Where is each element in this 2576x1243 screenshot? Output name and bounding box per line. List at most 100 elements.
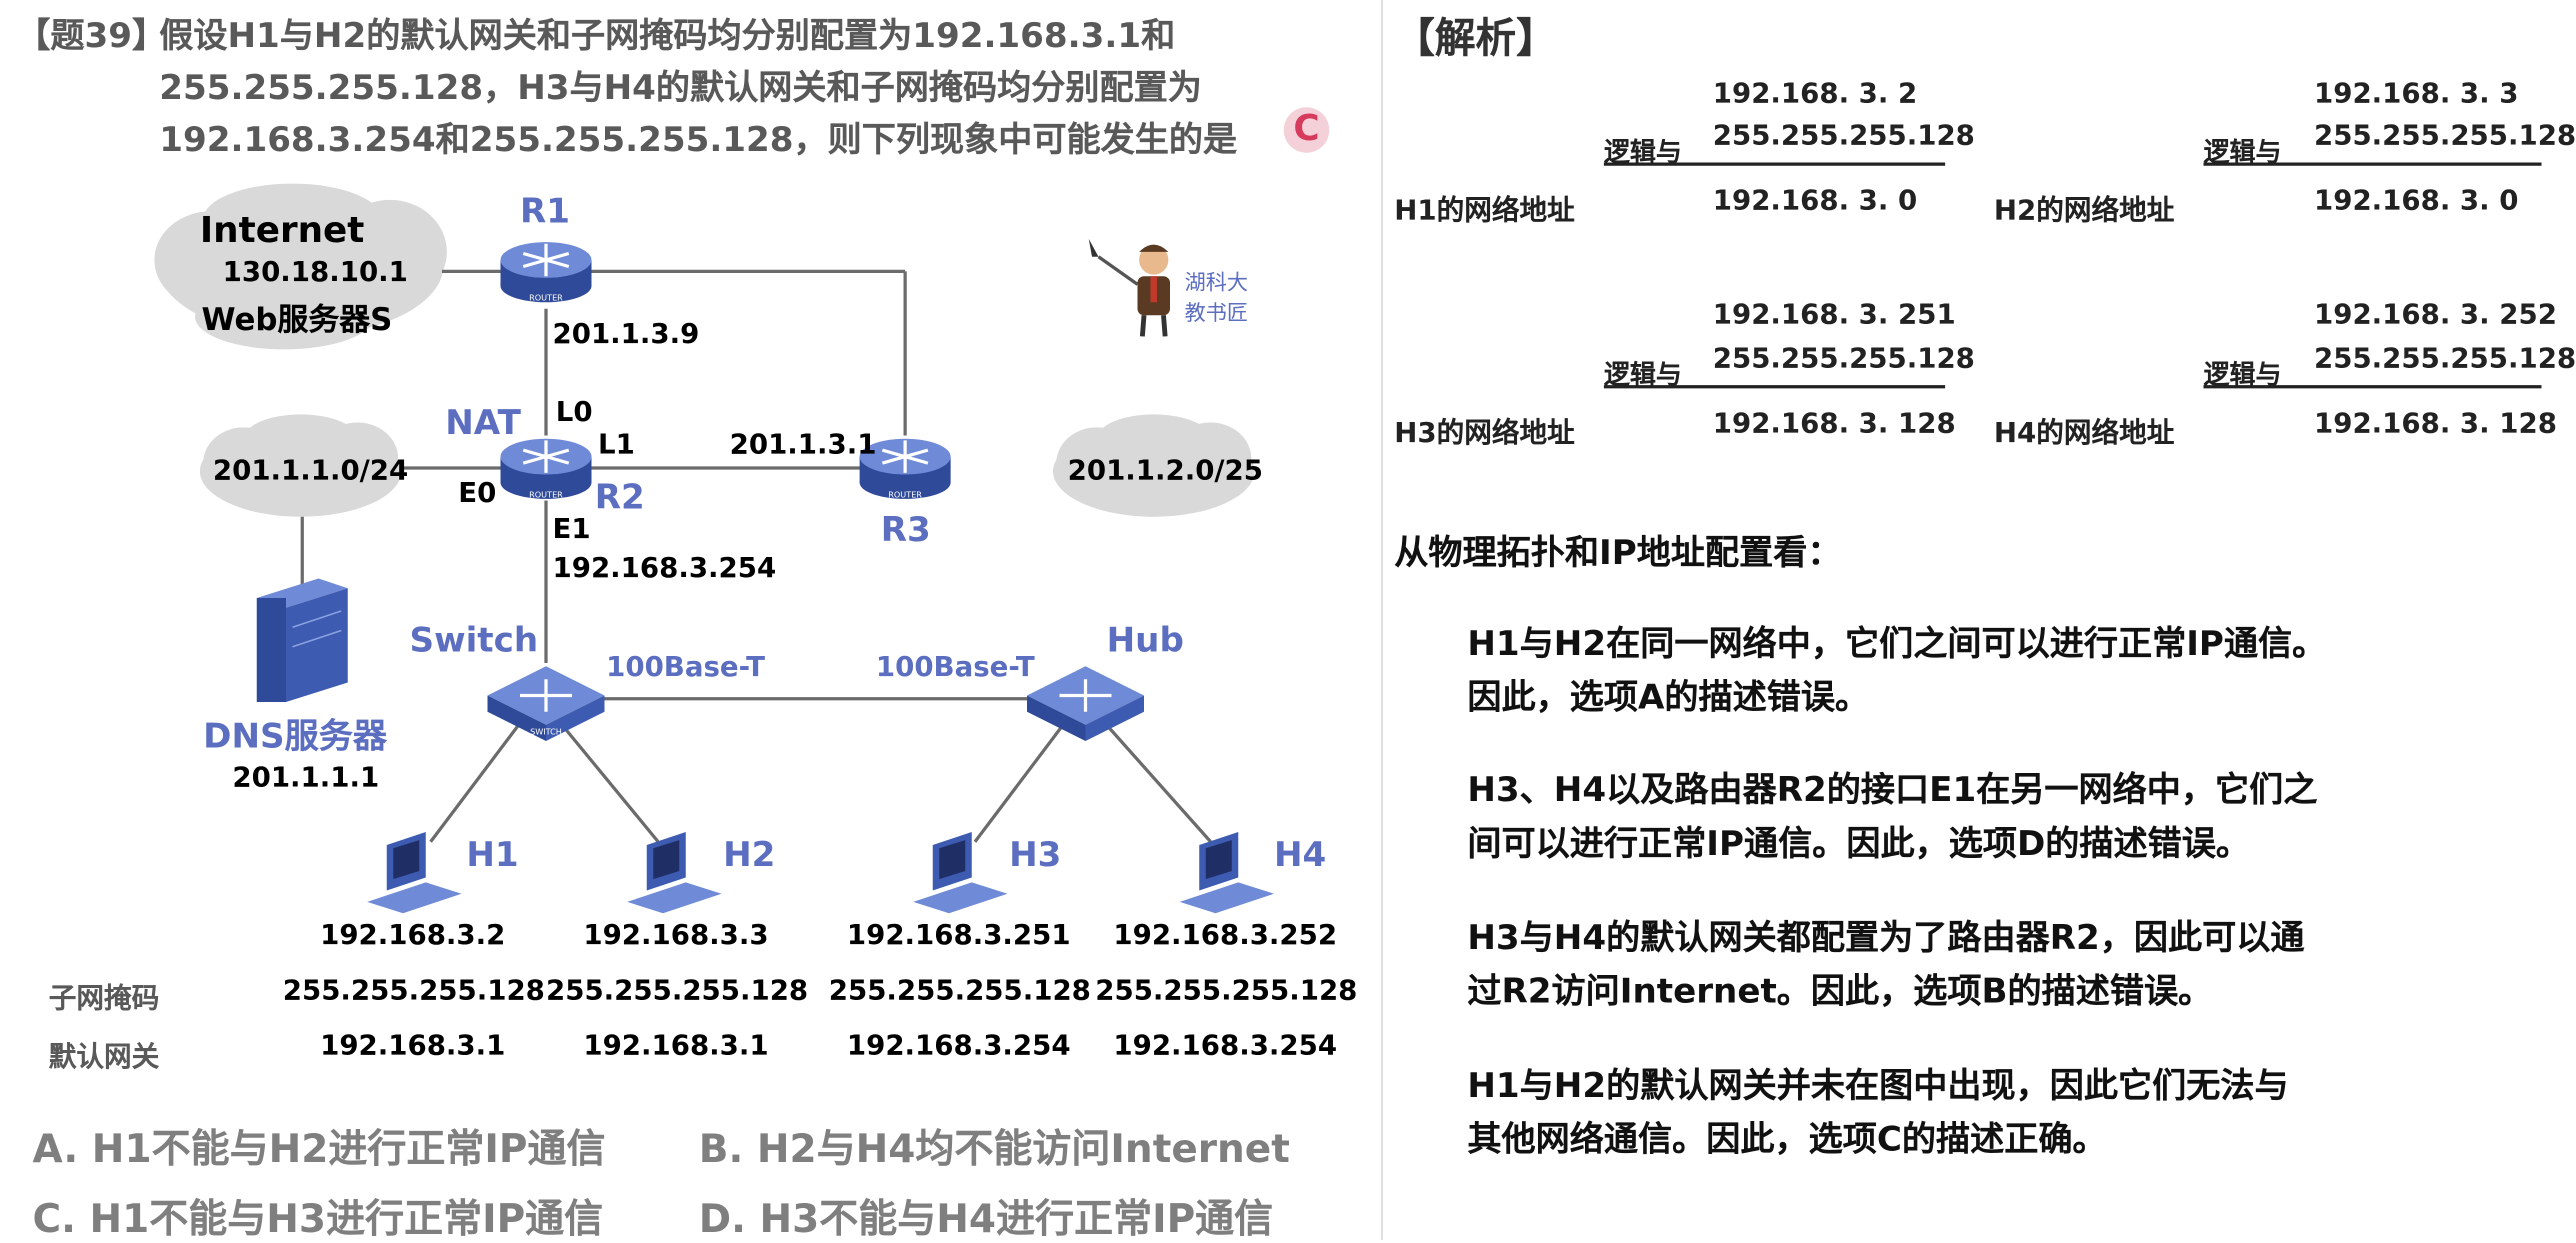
- question-line-2: 255.255.255.128，H3与H4的默认网关和子网掩码均分别配置为: [159, 68, 1202, 108]
- r3-link-ip: 201.1.3.1: [729, 429, 877, 462]
- host-h3-label: H3: [1009, 835, 1062, 875]
- question-line-1: 假设H1与H2的默认网关和子网掩码均分别配置为192.168.3.1和: [159, 16, 1176, 56]
- svg-text:ROUTER: ROUTER: [529, 489, 563, 499]
- mask-row-label: 子网掩码: [48, 983, 160, 1016]
- link-left-label: 100Base-T: [606, 651, 765, 685]
- nat-label: NAT: [445, 403, 521, 442]
- svg-text:SWITCH: SWITCH: [530, 727, 562, 737]
- watermark-line-2: 教书匠: [1184, 302, 1249, 327]
- host-h3-mask: 255.255.255.128: [828, 975, 1091, 1008]
- router-r1-label: R1: [520, 191, 571, 231]
- solution-paragraph-2-line-1: H3、H4以及路由器R2的接口E1在另一网络中，它们之: [1467, 770, 2318, 810]
- calc-h4-line: [2203, 385, 2542, 389]
- calc-h3-mask: 255.255.255.128: [1712, 342, 1975, 376]
- r2-l1-label: L1: [598, 429, 635, 462]
- calc-h1-line: [1603, 162, 1946, 166]
- solution-paragraph-2-line-2: 间可以进行正常IP通信。因此，选项D的描述错误。: [1467, 823, 2251, 863]
- host-h1-label: H1: [466, 835, 519, 875]
- option-d: D. H3不能与H4进行正常IP通信: [698, 1196, 1274, 1242]
- calc-h3-result: 192.168. 3. 128: [1712, 407, 1956, 441]
- router-r3-label: R3: [880, 510, 931, 550]
- host-h1-gateway: 192.168.3.1: [320, 1030, 506, 1063]
- svg-text:ROUTER: ROUTER: [529, 293, 563, 303]
- calc-h3-label: H3的网络地址: [1394, 417, 1575, 451]
- r1-link-ip: 201.1.3.9: [552, 318, 700, 352]
- solution-paragraph-2: H3、H4以及路由器R2的接口E1在另一网络中，它们之 间可以进行正常IP通信。…: [1467, 764, 2317, 871]
- hub-icon: [1027, 666, 1144, 741]
- gateway-row-label: 默认网关: [48, 1041, 160, 1075]
- router-r2-label: R2: [594, 477, 645, 517]
- solution-paragraph-4: H1与H2的默认网关并未在图中出现，因此它们无法与 其他网络通信。因此，选项C的…: [1467, 1060, 2288, 1167]
- pc-h4-icon: [1179, 832, 1274, 914]
- links: [300, 269, 1212, 843]
- option-c: C. H1不能与H3进行正常IP通信: [32, 1196, 604, 1242]
- calc-h4-op: 逻辑与: [2203, 359, 2282, 390]
- option-a: A. H1不能与H2进行正常IP通信: [32, 1126, 606, 1172]
- calc-h2-line: [2203, 162, 2542, 166]
- question-line-3: 192.168.3.254和255.255.255.128，则下列现象中可能发生…: [159, 120, 1238, 160]
- host-h3-gateway: 192.168.3.254: [846, 1030, 1071, 1063]
- svg-text:ROUTER: ROUTER: [888, 489, 922, 499]
- switch-icon: SWITCH: [487, 666, 605, 741]
- panel-divider: [1381, 0, 1383, 1240]
- solution-paragraph-3-line-1: H3与H4的默认网关都配置为了路由器R2，因此可以通: [1467, 918, 2305, 958]
- dns-server-label: DNS服务器: [203, 716, 387, 756]
- internet-label: Internet: [199, 211, 365, 252]
- pc-h2-icon: [627, 832, 722, 914]
- router-r2-icon: ROUTER: [500, 438, 592, 499]
- solution-paragraph-3: H3与H4的默认网关都配置为了路由器R2，因此可以通 过R2访问Internet…: [1467, 912, 2304, 1019]
- answer-mark: C: [1283, 107, 1330, 153]
- pc-h3-icon: [913, 832, 1008, 914]
- r2-e1-ip: 192.168.3.254: [552, 552, 777, 586]
- calc-h1-mask: 255.255.255.128: [1712, 120, 1975, 153]
- calc-h2-op: 逻辑与: [2203, 136, 2282, 168]
- hub-label: Hub: [1106, 620, 1184, 660]
- router-r1-icon: ROUTER: [500, 242, 592, 303]
- r2-e1-label: E1: [552, 513, 591, 547]
- calc-h2-label: H2的网络地址: [1993, 195, 2175, 228]
- calc-h4-mask: 255.255.255.128: [2314, 342, 2576, 376]
- calc-h2-mask: 255.255.255.128: [2314, 120, 2576, 153]
- calc-h3-op: 逻辑与: [1603, 359, 1682, 390]
- solution-paragraph-1: H1与H2在同一网络中，它们之间可以进行正常IP通信。 因此，选项A的描述错误。: [1467, 618, 2326, 725]
- r2-e0-label: E0: [458, 477, 497, 511]
- calc-h1-label: H1的网络地址: [1394, 195, 1575, 228]
- cloud-201-1-2-0: [1053, 414, 1255, 517]
- teacher-mascot-icon: [1088, 238, 1170, 337]
- question-number: 【题39】: [16, 16, 167, 56]
- cloud-left-label: 201.1.1.0/24: [212, 455, 409, 488]
- host-h3-ip: 192.168.3.251: [846, 919, 1071, 953]
- calc-h3-line: [1603, 385, 1946, 389]
- solution-title: 【解析】: [1394, 14, 1557, 62]
- switch-label: Switch: [409, 620, 539, 660]
- router-r3-icon: ROUTER: [859, 438, 951, 499]
- option-b: B. H2与H4均不能访问Internet: [698, 1126, 1290, 1172]
- solution-paragraph-4-line-2: 其他网络通信。因此，选项C的描述正确。: [1467, 1119, 2107, 1159]
- network-diagram: ROUTER ROUTER ROUTER SWITCH: [154, 183, 1274, 914]
- watermark-line-1: 湖科大: [1184, 271, 1249, 296]
- host-h2-gateway: 192.168.3.1: [583, 1030, 769, 1063]
- solution-paragraph-1-line-2: 因此，选项A的描述错误。: [1467, 677, 1870, 717]
- solution-paragraph-3-line-2: 过R2访问Internet。因此，选项B的描述错误。: [1467, 971, 2213, 1011]
- web-server-ip: 130.18.10.1: [222, 256, 408, 290]
- internet-cloud: [154, 183, 447, 350]
- host-h1-mask: 255.255.255.128: [282, 975, 545, 1008]
- solution-paragraph-4-line-1: H1与H2的默认网关并未在图中出现，因此它们无法与: [1467, 1066, 2289, 1105]
- solution-subtitle: 从物理拓扑和IP地址配置看：: [1394, 533, 1842, 572]
- calc-h1-ip: 192.168. 3. 2: [1712, 78, 1918, 111]
- host-h4-gateway: 192.168.3.254: [1113, 1030, 1338, 1063]
- calc-h1-op: 逻辑与: [1603, 136, 1682, 168]
- dns-server-icon: [256, 578, 348, 702]
- calc-h2-ip: 192.168. 3. 3: [2314, 78, 2519, 111]
- calc-h3-ip: 192.168. 3. 251: [1712, 299, 1956, 332]
- web-server-label: Web服务器S: [201, 302, 393, 338]
- r2-l0-label: L0: [555, 396, 593, 430]
- host-h1-ip: 192.168.3.2: [320, 919, 506, 953]
- calc-h1-result: 192.168. 3. 0: [1712, 185, 1918, 218]
- cloud-201-1-1-0: [199, 414, 402, 517]
- cloud-right-label: 201.1.2.0/25: [1067, 455, 1263, 488]
- host-h2-mask: 255.255.255.128: [546, 975, 809, 1008]
- link-right-label: 100Base-T: [875, 651, 1035, 685]
- solution-paragraph-1-line-1: H1与H2在同一网络中，它们之间可以进行正常IP通信。: [1467, 624, 2327, 663]
- calc-h2-result: 192.168. 3. 0: [2314, 185, 2519, 218]
